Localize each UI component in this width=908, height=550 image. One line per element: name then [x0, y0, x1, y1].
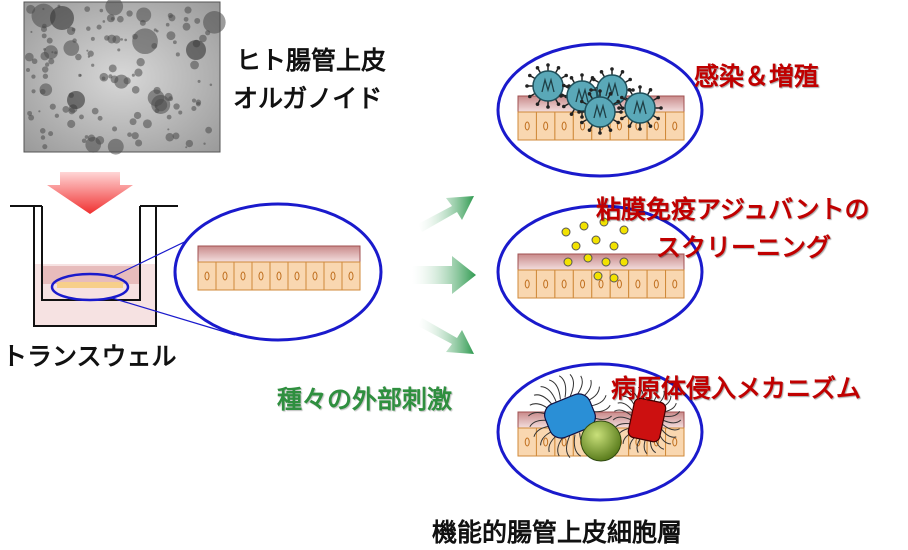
bead-icon	[599, 217, 609, 227]
infection-label: 感染＆増殖	[694, 62, 820, 91]
bacterium-icon	[528, 374, 682, 462]
pathogen-label: 病原体侵入メカニズム	[611, 374, 862, 403]
infection-ellipse	[496, 42, 704, 178]
transwell-diagram	[10, 205, 178, 327]
green-arrow-middle	[412, 256, 476, 294]
organoid-label-line1: ヒト腸管上皮	[236, 46, 387, 75]
bead-icon	[593, 271, 603, 281]
green-arrow-down	[418, 318, 474, 354]
transwell-label: トランスウェル	[2, 342, 177, 371]
zoom-ellipse	[173, 202, 383, 342]
bead-icon	[609, 241, 619, 251]
adjuvant-ellipse	[496, 204, 704, 340]
bead-icon	[591, 235, 601, 245]
virus-icon	[617, 85, 663, 131]
bead-icon	[601, 257, 611, 267]
organoid-label-line2: オルガノイド	[233, 84, 383, 113]
adjuvant-label-line2: スクリーニング	[656, 233, 832, 262]
bead-icon	[619, 257, 629, 267]
bottom-caption: 機能的腸管上皮細胞層	[432, 518, 683, 547]
bead-icon	[561, 227, 571, 237]
zoom-line-bottom	[111, 297, 236, 336]
bead-icon	[571, 241, 581, 251]
virus-icon	[577, 89, 623, 135]
bead-icon	[609, 273, 619, 283]
bead-icon	[579, 221, 589, 231]
pathogen-ellipse	[496, 362, 704, 502]
stimuli-label: 種々の外部刺激	[277, 385, 453, 414]
bead-icon	[583, 253, 593, 263]
microscope-photo	[23, 0, 226, 155]
bead-icon	[619, 225, 629, 235]
bead-icon	[563, 257, 573, 267]
down-arrow	[47, 172, 133, 214]
adjuvant-label-line1: 粘膜免疫アジュバントの	[596, 195, 870, 224]
green-arrow-up	[418, 196, 474, 232]
